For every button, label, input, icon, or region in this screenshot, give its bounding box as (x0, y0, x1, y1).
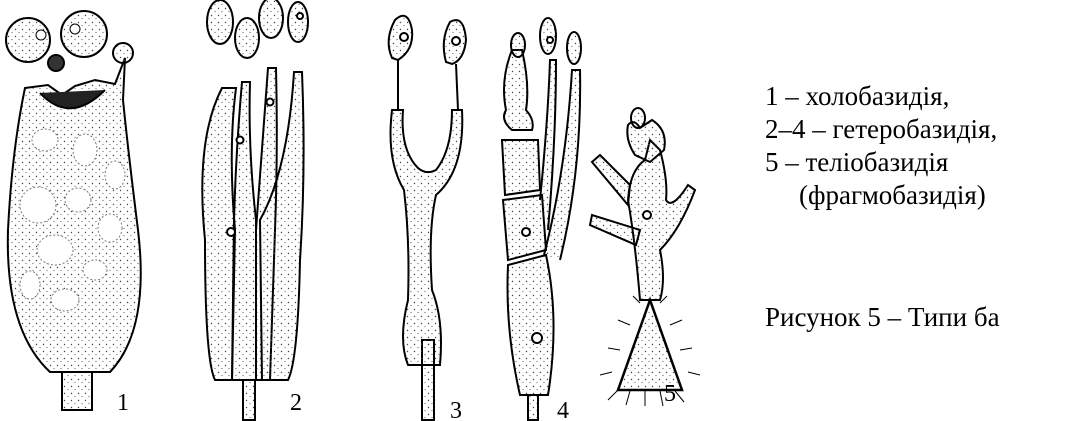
legend-item-holobasidium: 1 – холобазидія, (765, 80, 997, 113)
teliobasidium-drawing (590, 108, 700, 406)
heterobasidium-drawing-3 (389, 16, 466, 420)
figure-caption: Рисунок 5 – Типи ба (765, 302, 1000, 333)
panel-label-1: 1 (117, 390, 129, 416)
holobasidium-drawing (6, 11, 141, 410)
panel-label-3: 3 (450, 398, 462, 421)
legend-item-heterobasidium: 2–4 – гетеробазидія, (765, 113, 997, 146)
panel-label-4: 4 (557, 398, 569, 421)
heterobasidium-drawing-2 (202, 0, 308, 420)
figure-legend: 1 – холобазидія, 2–4 – гетеробазидія, 5 … (765, 80, 997, 212)
heterobasidium-drawing-4 (502, 18, 581, 420)
panel-label-2: 2 (290, 390, 302, 416)
legend-item-teliobasidium: 5 – теліобазидія (765, 146, 997, 179)
legend-item-phragmobasidium: (фрагмобазидія) (765, 179, 997, 212)
panel-label-5: 5 (664, 381, 676, 407)
